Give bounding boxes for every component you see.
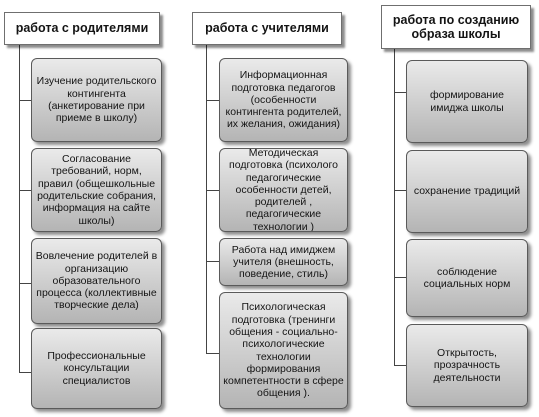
item-box: Психологическая подготовка (тренинги общ… (219, 292, 348, 409)
connector-branch (206, 190, 219, 191)
connector-trunk (19, 34, 20, 373)
column-header-text: работа с учителями (205, 21, 329, 36)
column-header-text: работа по созданию образа школы (392, 12, 520, 41)
item-text: Психологическая подготовка (тренинги общ… (223, 301, 344, 400)
item-box: Открытость, прозрачность деятельности (406, 324, 528, 407)
item-text: Вовлечение родителей в организацию образ… (35, 250, 158, 312)
item-text: Изучение родительского контингента (анке… (36, 75, 157, 125)
item-box: соблюдение социальных норм (406, 239, 528, 317)
connector-trunk (206, 34, 207, 354)
item-text: соблюдение социальных норм (423, 265, 511, 290)
connector-branch (206, 100, 219, 101)
column-header: работа с учителями (192, 12, 342, 45)
item-text: Работа над имиджем учителя (внешность, п… (231, 243, 336, 281)
item-box: сохранение традиций (406, 150, 528, 233)
item-text: Согласование требований, норм, правил (о… (37, 153, 156, 227)
connector-branch (394, 190, 406, 191)
column-header: работа по созданию образа школы (381, 5, 531, 49)
connector-branch (19, 100, 31, 101)
item-text: Открытость, прозрачность деятельности (433, 347, 501, 384)
item-box: Согласование требований, норм, правил (о… (31, 148, 162, 232)
item-box: Работа над имиджем учителя (внешность, п… (219, 238, 348, 286)
connector-branch (394, 365, 406, 366)
connector-branch (394, 92, 406, 93)
column-header-text: работа с родителями (15, 21, 149, 36)
connector-trunk (394, 46, 395, 366)
item-text: Методическая подготовка (психолого педаг… (229, 148, 338, 232)
column-header: работа с родителями (4, 12, 160, 45)
connector-branch (19, 283, 31, 284)
connector-branch (394, 277, 406, 278)
item-box: Методическая подготовка (психолого педаг… (219, 148, 348, 232)
item-text: Профессиональные консультации специалист… (47, 350, 146, 387)
item-box: формирование имиджа школы (406, 60, 528, 143)
item-text: сохранение традиций (413, 185, 521, 198)
connector-branch (206, 353, 219, 354)
item-box: Информационная подготовка педагогов (осо… (219, 58, 348, 142)
item-text: Информационная подготовка педагогов (осо… (225, 69, 342, 131)
connector-branch (19, 372, 31, 373)
item-text: формирование имиджа школы (430, 89, 504, 114)
item-box: Профессиональные консультации специалист… (31, 328, 162, 409)
connector-branch (206, 261, 219, 262)
connector-branch (19, 190, 31, 191)
item-box: Вовлечение родителей в организацию образ… (31, 238, 162, 324)
item-box: Изучение родительского контингента (анке… (31, 58, 162, 142)
